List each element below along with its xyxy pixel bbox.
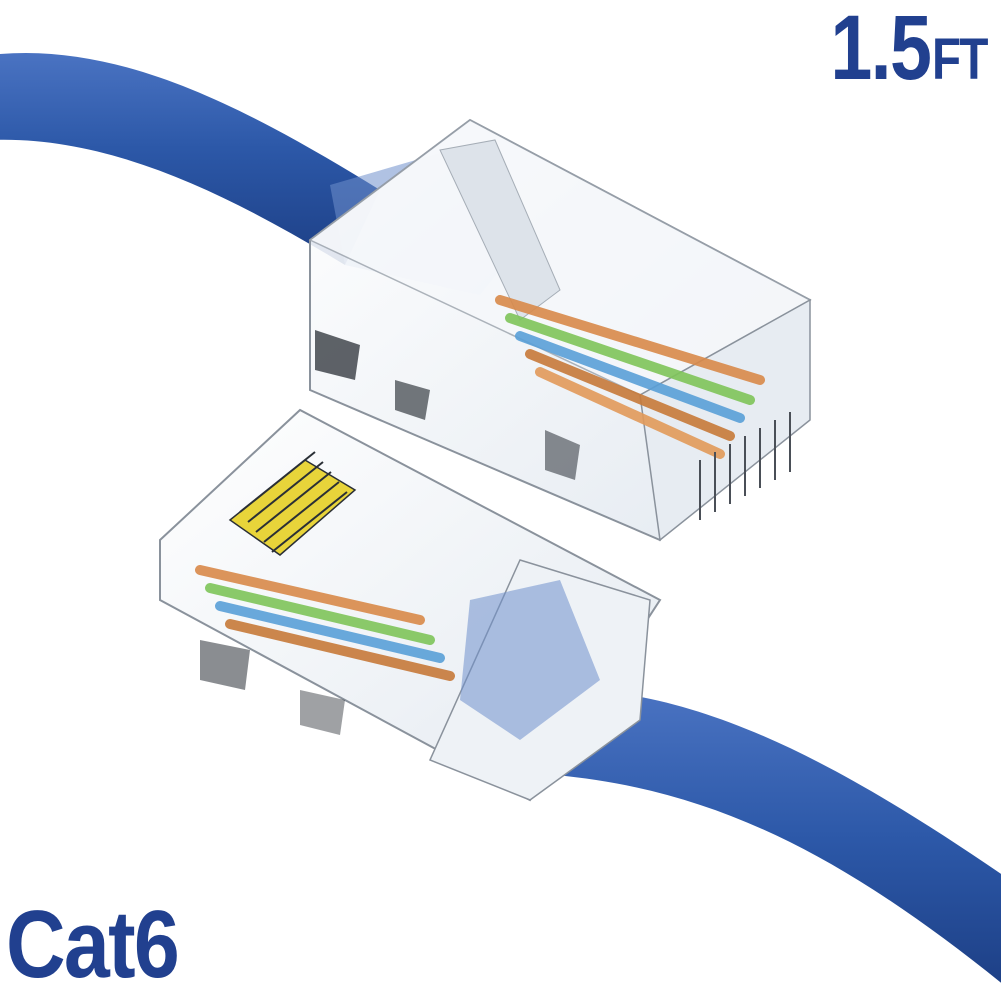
length-unit: FT: [932, 27, 988, 92]
gold-contacts: [228, 451, 357, 556]
length-value: 1.5: [830, 0, 933, 99]
upper-cable: [0, 52, 380, 265]
cable-category-label: Cat6: [6, 891, 180, 998]
lower-connector: [159, 408, 662, 802]
upper-connector: [308, 118, 812, 542]
cable-length-label: 1.5 FT: [830, 0, 989, 99]
lower-cable: [555, 690, 1001, 983]
